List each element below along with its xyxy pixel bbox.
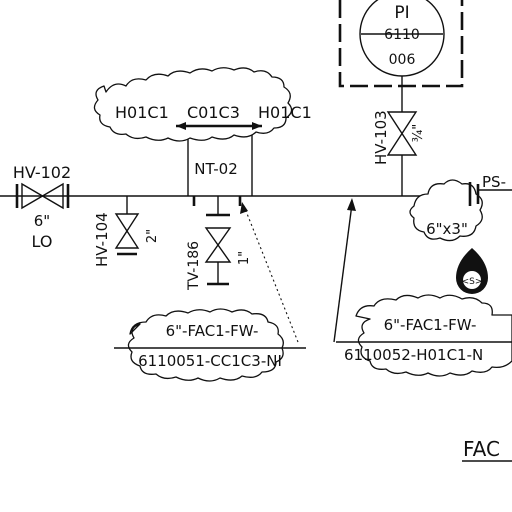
valve-tv-186: TV-186 1" — [186, 196, 252, 291]
valve-tv-186-body — [204, 227, 232, 263]
reducer-label: 6"x3" — [426, 220, 468, 238]
valve-hv-102-body — [21, 182, 64, 210]
corner-title: FAC — [462, 437, 512, 462]
leader-left-dashed — [243, 205, 299, 343]
corner-label: FAC — [463, 437, 500, 461]
instrument-number-line1: 6110 — [384, 27, 420, 43]
line-callout-left: 6"-FAC1-FW- 6110051-CC1C3-NI — [114, 308, 306, 382]
ps-label: PS- — [482, 173, 506, 191]
badge-droplet-inner — [463, 271, 481, 289]
instrument-tag: PI — [394, 3, 409, 23]
leader-right-arrowhead — [347, 198, 356, 211]
badge-label: <S> — [462, 277, 483, 287]
leader-lines — [240, 198, 356, 343]
badge-droplet: <S> — [456, 248, 488, 294]
line-callout-right: 6"-FAC1-FW- 6110052-H01C1-N — [336, 294, 512, 377]
valve-hv-104-tag: HV-104 — [93, 212, 111, 267]
revision-cloud-top-arrowheads — [176, 122, 262, 130]
revision-cloud-top-label-1: H01C1 — [115, 103, 169, 122]
reducer-cloud-outline — [409, 179, 483, 242]
revision-cloud-top-label-2: C01C3 — [187, 103, 240, 122]
reducer-assembly: 6"x3" PS- — [409, 173, 512, 242]
line-callout-left-line2: 6110051-CC1C3-NI — [138, 352, 282, 370]
valve-hv-103-size: ¾" — [411, 124, 426, 143]
line-callout-right-line1: 6"-FAC1-FW- — [384, 316, 477, 334]
instrument-pi-6110-006: PI 6110 006 — [338, 0, 464, 112]
valve-hv-104-body — [114, 213, 140, 249]
instrument-dashed-box — [338, 0, 464, 88]
nt-02-label: NT-02 — [194, 160, 238, 178]
valve-hv-102: HV-102 6" LO — [13, 163, 71, 251]
valve-hv-102-tag: HV-102 — [13, 163, 71, 182]
valve-hv-102-size: 6" — [34, 212, 50, 230]
valve-hv-103-body — [386, 111, 418, 156]
valve-hv-103-tag: HV-103 — [372, 110, 390, 165]
valve-hv-104-size: 2" — [145, 229, 160, 243]
instrument-number-line2: 006 — [389, 52, 416, 68]
line-callout-right-cloud — [355, 294, 512, 377]
valve-hv-104: HV-104 2" — [93, 196, 160, 267]
revision-cloud-top-outline — [93, 67, 293, 142]
valve-tv-186-tag: TV-186 — [186, 241, 202, 291]
leader-left-arrowhead — [240, 202, 248, 214]
valve-tv-186-size: 1" — [237, 251, 252, 265]
line-callout-left-line1: 6"-FAC1-FW- — [166, 322, 259, 340]
line-callout-left-cloud — [127, 308, 284, 382]
valve-hv-102-state: LO — [32, 232, 53, 251]
leader-right — [333, 203, 353, 343]
line-callout-right-line2: 6110052-H01C1-N — [344, 346, 483, 364]
valve-hv-103: HV-103 ¾" — [372, 110, 426, 196]
revision-cloud-top: H01C1 C01C3 H01C1 — [93, 67, 312, 142]
revision-cloud-top-label-3: H01C1 — [258, 103, 312, 122]
